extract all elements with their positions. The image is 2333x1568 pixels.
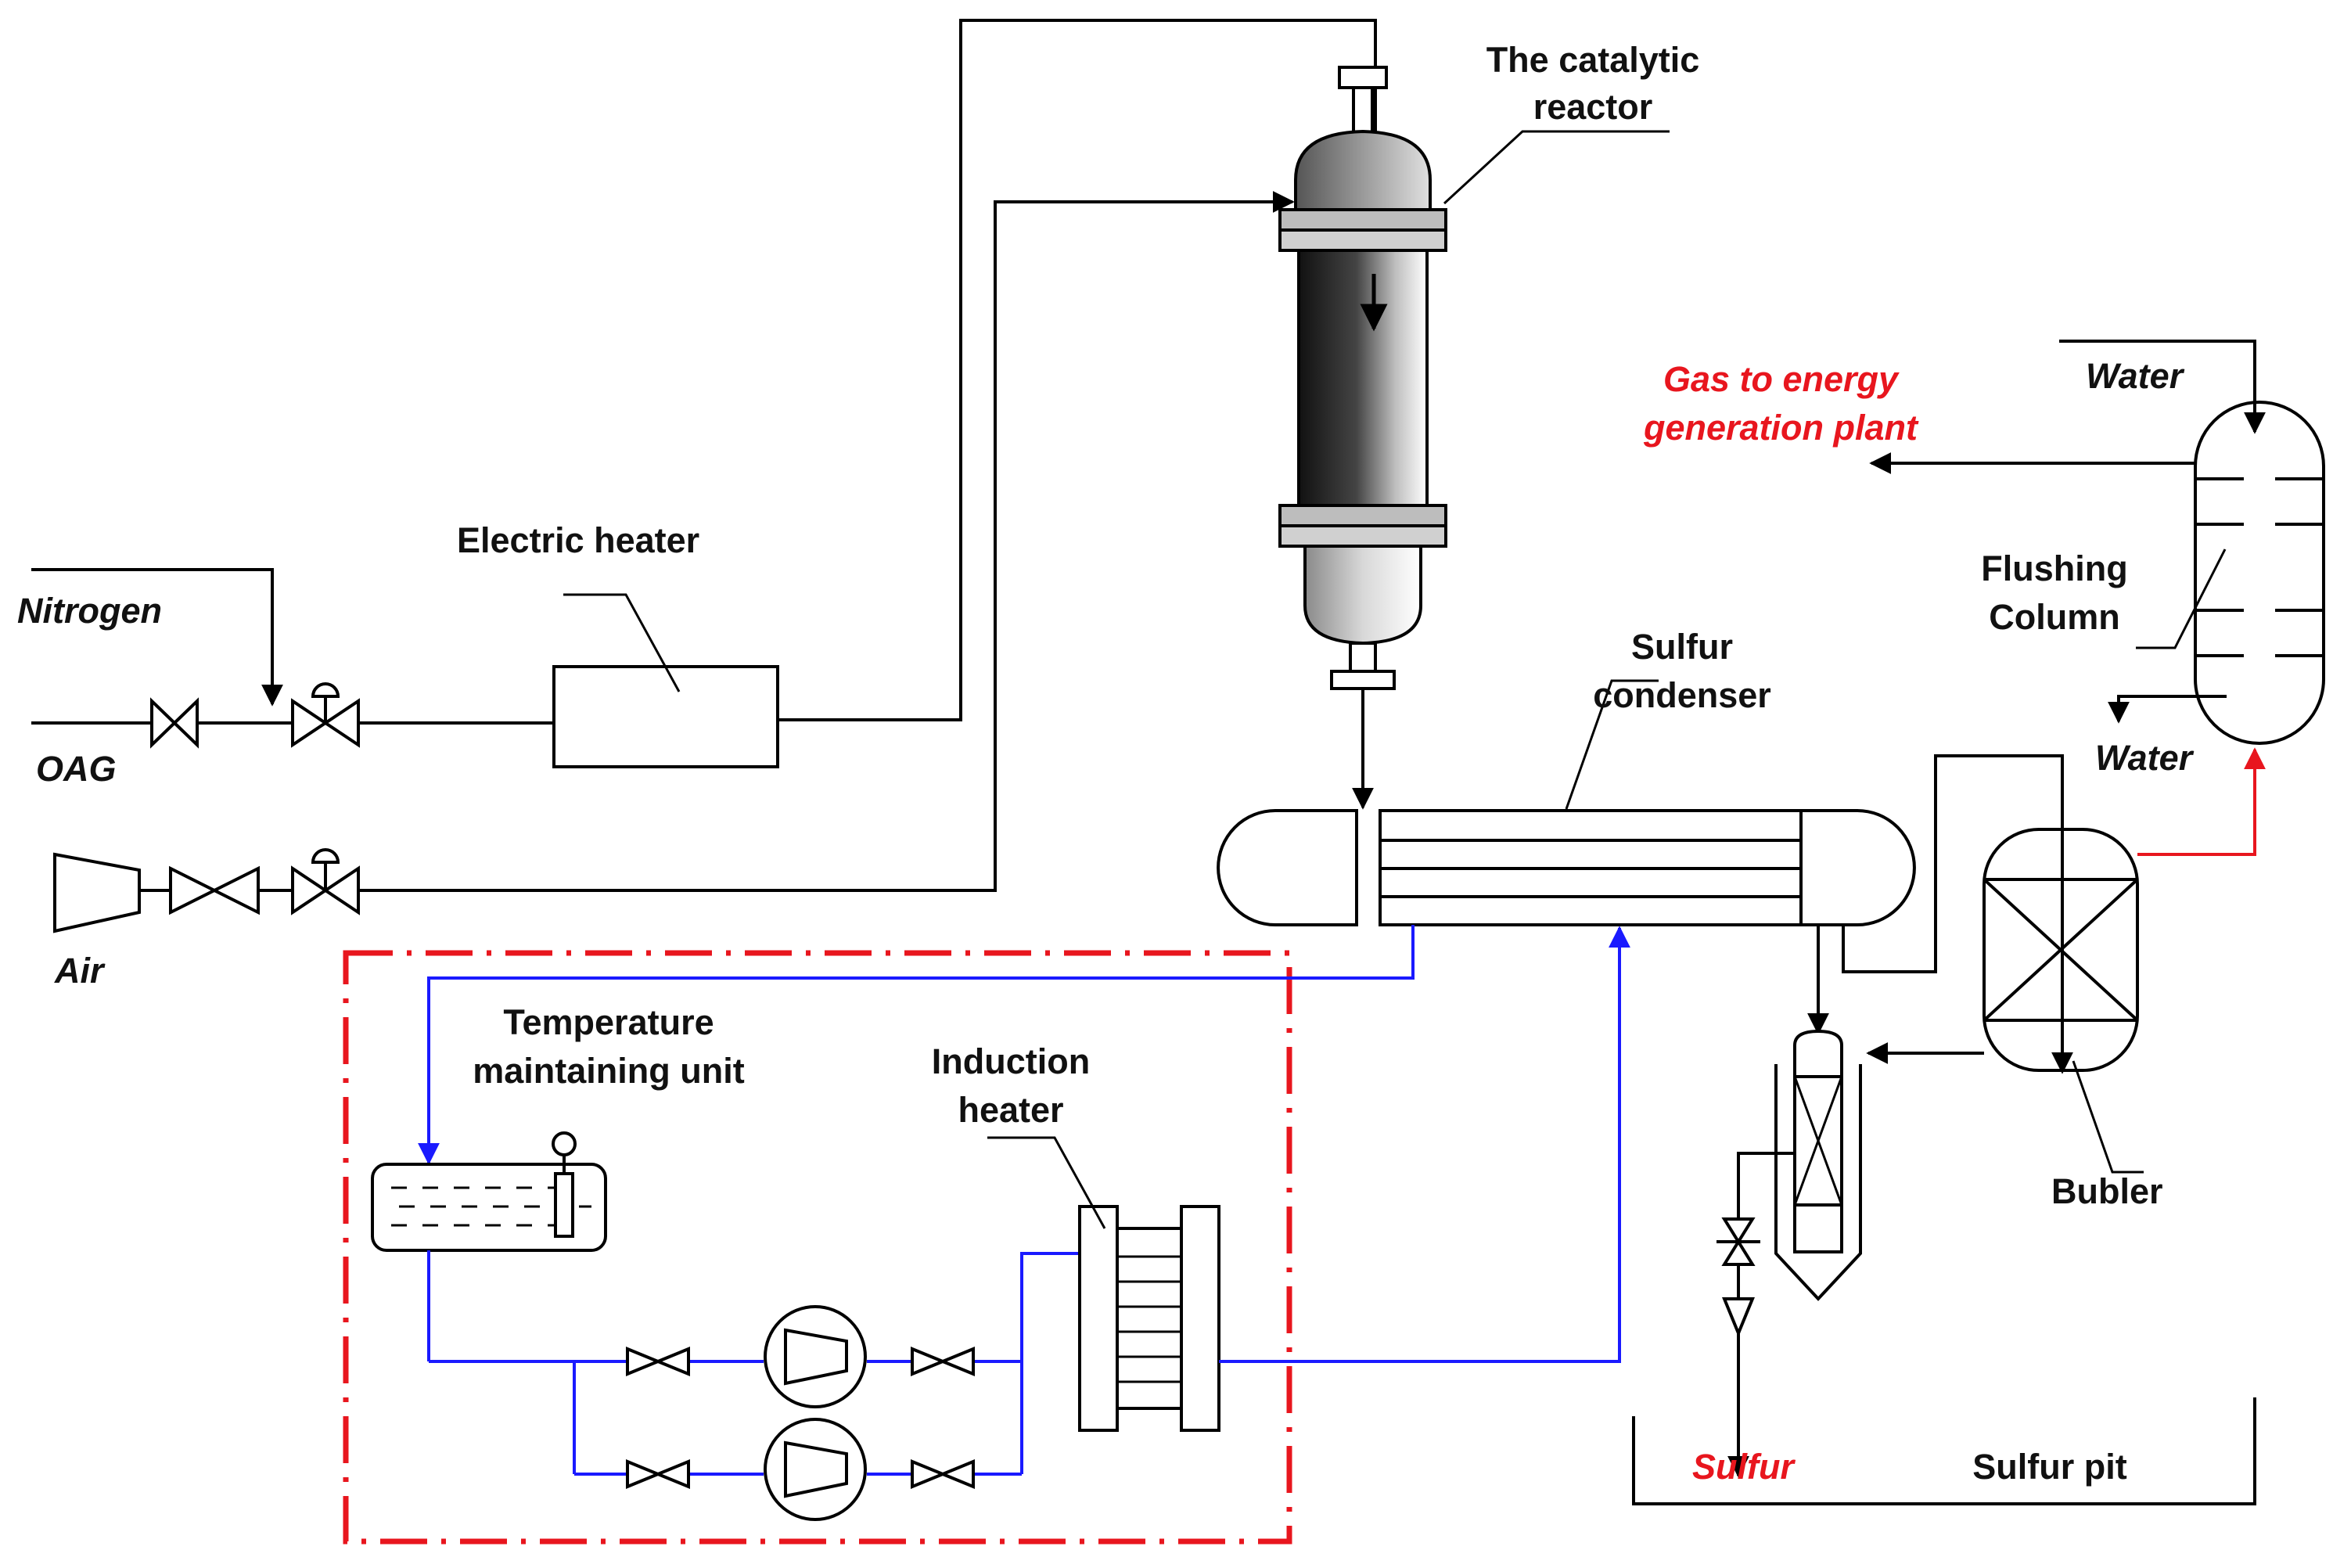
label-induction-heater-2: heater [958,1090,1063,1130]
label-sulfur: Sulfur [1692,1447,1796,1487]
sulfur-pit [1632,1397,2256,1505]
nitrogen-line [31,568,283,707]
air-control-valve [291,848,360,915]
label-gas-to-energy-1: Gas to energy [1663,359,1900,399]
catalytic-reactor [1278,66,1447,690]
label-catalytic-reactor-1: The catalytic [1486,40,1700,80]
sulfur-separator [1774,1029,1862,1301]
sulfur-condenser [1217,679,1916,926]
water-in-line [2059,340,2266,434]
water-out-line [2108,695,2227,724]
condenser-to-bubler-line [1842,754,2073,1074]
label-temperature-unit-2: maintaining unit [473,1051,744,1091]
label-water-out: Water [2095,738,2195,778]
label-induction-heater-1: Induction [932,1041,1090,1081]
label-air: Air [54,951,106,991]
label-gas-to-energy-2: generation plant [1643,408,1919,448]
label-sulfur-condenser-2: condenser [1593,675,1771,715]
oag-check-valve [150,697,199,749]
air-blower [53,852,141,933]
label-flushing-column-1: Flushing [1981,548,2127,588]
label-flushing-column-2: Column [1989,597,2119,637]
temperature-unit-boundary [343,950,1292,1545]
air-feed-line [139,191,1295,892]
pump-2-inlet-valve [626,1459,690,1489]
coolant-return-line [418,925,1415,1165]
label-nitrogen: Nitrogen [17,591,162,631]
label-bubler: Bubler [2051,1171,2163,1211]
heater-to-reactor-line [778,19,1386,721]
pump-1-inlet-valve [626,1347,690,1376]
coolant-supply-line [1219,926,1630,1363]
circulation-pump-1 [764,1305,867,1408]
label-oag: OAG [36,749,117,789]
label-catalytic-reactor-2: reactor [1533,87,1653,127]
bubler-to-column-line [2137,747,2266,856]
sulfur-drain-line [1716,1152,1795,1478]
pump-2-outlet-valve [911,1459,975,1489]
oag-control-valve [291,682,360,748]
air-check-valve [169,865,260,915]
label-sulfur-condenser-1: Sulfur [1631,627,1733,667]
label-electric-heater: Electric heater [457,520,699,560]
electric-heater [552,593,779,768]
pump-circuit [427,1250,1080,1476]
coolant-tank [371,1131,607,1252]
circulation-pump-2 [764,1418,867,1521]
pump-1-outlet-valve [911,1347,975,1376]
label-sulfur-pit: Sulfur pit [1972,1447,2126,1487]
label-water-in: Water [2086,356,2185,396]
reactor-label-leader [1443,130,1670,205]
label-temperature-unit-1: Temperature [503,1002,714,1042]
flushing-column [2136,401,2325,745]
induction-heater [987,1136,1220,1432]
